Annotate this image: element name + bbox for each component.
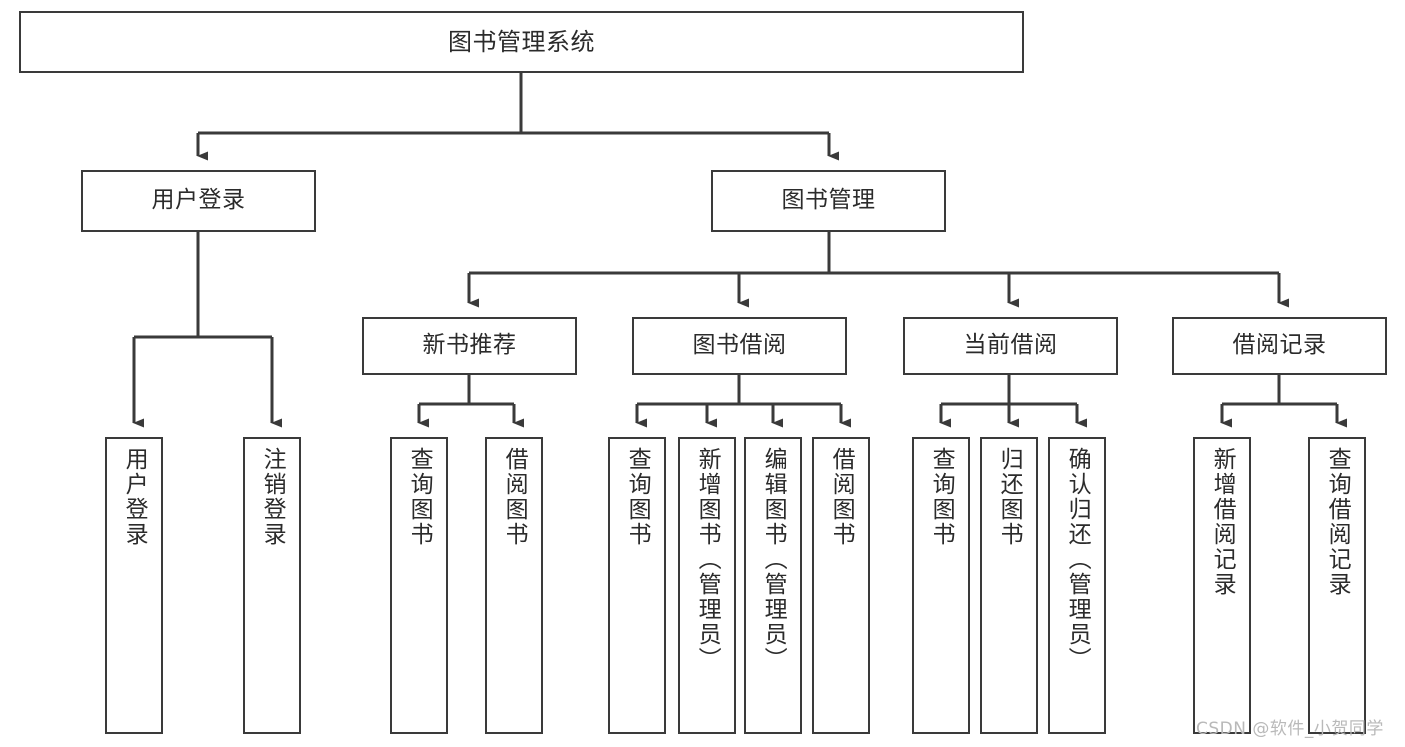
node-leaf-return-book-label: 归还图书 [996, 447, 1023, 547]
node-leaf-add-record-label: 新增借阅记录 [1209, 447, 1236, 597]
node-leaf-query-book-1[interactable]: 查询图书 [390, 437, 448, 734]
node-leaf-edit-book[interactable]: 编辑图书（管理员） [744, 437, 802, 734]
node-leaf-query-record[interactable]: 查询借阅记录 [1308, 437, 1366, 734]
node-borrow-record[interactable]: 借阅记录 [1172, 317, 1387, 375]
node-new-book-recommend[interactable]: 新书推荐 [362, 317, 577, 375]
node-leaf-borrow-book-2[interactable]: 借阅图书 [812, 437, 870, 734]
node-leaf-query-record-label: 查询借阅记录 [1324, 447, 1351, 597]
node-current-borrow[interactable]: 当前借阅 [903, 317, 1118, 375]
node-user-login-label: 用户登录 [151, 187, 246, 214]
node-leaf-add-book-label: 新增图书（管理员） [694, 447, 721, 672]
node-leaf-add-record[interactable]: 新增借阅记录 [1193, 437, 1251, 734]
node-leaf-borrow-book-1-label: 借阅图书 [501, 447, 528, 547]
node-book-borrow[interactable]: 图书借阅 [632, 317, 847, 375]
node-leaf-borrow-book-1[interactable]: 借阅图书 [485, 437, 543, 734]
node-leaf-edit-book-label: 编辑图书（管理员） [760, 447, 787, 672]
node-current-borrow-label: 当前借阅 [963, 332, 1058, 359]
node-leaf-logout-label: 注销登录 [259, 447, 286, 547]
node-leaf-confirm-return-label: 确认归还（管理员） [1064, 447, 1091, 672]
watermark-text: CSDN @软件_小贺同学 [1196, 719, 1384, 739]
node-root[interactable]: 图书管理系统 [19, 11, 1024, 73]
node-leaf-borrow-book-2-label: 借阅图书 [828, 447, 855, 547]
node-leaf-confirm-return[interactable]: 确认归还（管理员） [1048, 437, 1106, 734]
node-leaf-query-book-1-label: 查询图书 [406, 447, 433, 547]
node-leaf-query-book-3[interactable]: 查询图书 [912, 437, 970, 734]
node-leaf-logout[interactable]: 注销登录 [243, 437, 301, 734]
node-leaf-query-book-2[interactable]: 查询图书 [608, 437, 666, 734]
node-leaf-user-login[interactable]: 用户登录 [105, 437, 163, 734]
node-leaf-user-login-label: 用户登录 [121, 447, 148, 547]
node-leaf-return-book[interactable]: 归还图书 [980, 437, 1038, 734]
node-user-login[interactable]: 用户登录 [81, 170, 316, 232]
node-new-book-recommend-label: 新书推荐 [422, 332, 517, 359]
node-borrow-record-label: 借阅记录 [1232, 332, 1327, 359]
node-book-borrow-label: 图书借阅 [692, 332, 787, 359]
node-root-label: 图书管理系统 [448, 27, 595, 56]
node-book-manage-label: 图书管理 [781, 187, 876, 214]
node-leaf-add-book[interactable]: 新增图书（管理员） [678, 437, 736, 734]
node-leaf-query-book-3-label: 查询图书 [928, 447, 955, 547]
node-book-manage[interactable]: 图书管理 [711, 170, 946, 232]
node-leaf-query-book-2-label: 查询图书 [624, 447, 651, 547]
